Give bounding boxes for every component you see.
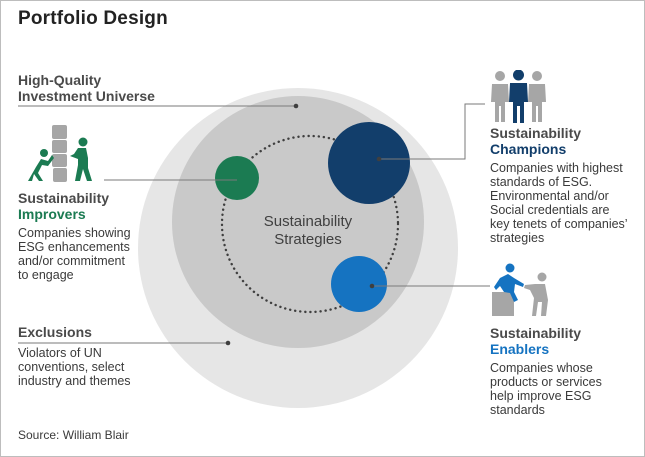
exclusions-leader-dot xyxy=(225,340,231,346)
improvers-description: Companies showing ESG enhancements and/o… xyxy=(18,226,131,282)
champions-desc-line: Environmental and/or xyxy=(490,189,609,203)
champions-desc-line: Companies with highest xyxy=(490,161,623,175)
group-of-people-icon xyxy=(491,70,546,123)
improvers-desc-line: to engage xyxy=(18,268,74,282)
page-title: Portfolio Design xyxy=(18,8,168,29)
strategies-orbit xyxy=(220,134,400,314)
exclusions-desc-line: industry and themes xyxy=(18,374,131,388)
helping-hand-climb-icon xyxy=(492,263,548,316)
champions-leader-dot xyxy=(376,156,382,162)
champions-block: Sustainability Champions Companies with … xyxy=(490,125,628,245)
exclusions-block: Exclusions Violators of UN conventions, … xyxy=(18,324,131,388)
universe-leader-dot xyxy=(293,103,299,109)
improvers-desc-line: Companies showing xyxy=(18,226,131,240)
champions-leader xyxy=(379,103,485,160)
champions-desc-line: strategies xyxy=(490,231,545,245)
enablers-description: Companies whose products or services hel… xyxy=(490,361,602,417)
enablers-desc-line: standards xyxy=(490,403,545,417)
exclusions-description: Violators of UN conventions, select indu… xyxy=(18,346,131,388)
improvers-circle xyxy=(215,156,259,200)
champions-desc-line: key tenets of companies’ xyxy=(490,217,628,231)
enablers-leader-dot xyxy=(369,283,375,289)
universe-label: High-Quality Investment Universe xyxy=(18,72,155,104)
strategies-label-line2: Strategies xyxy=(274,231,342,248)
strategies-label-line1: Sustainability xyxy=(263,213,353,230)
exclusions-desc-line: conventions, select xyxy=(18,360,125,374)
champions-heading-line2: Champions xyxy=(490,141,567,157)
improvers-heading-line1: Sustainability xyxy=(18,190,110,206)
exclusions-heading: Exclusions xyxy=(18,324,92,340)
improvers-desc-line: ESG enhancements xyxy=(18,240,130,254)
enablers-heading-line1: Sustainability xyxy=(490,325,582,341)
strategies-label: Sustainability Strategies xyxy=(238,213,378,249)
champions-description: Companies with highest standards of ESG.… xyxy=(490,161,628,245)
improvers-heading-line2: Improvers xyxy=(18,206,86,222)
enablers-desc-line: Companies whose xyxy=(490,361,593,375)
champions-desc-line: Social credentials are xyxy=(490,203,610,217)
enablers-block: Sustainability Enablers Companies whose … xyxy=(490,325,602,417)
champions-desc-line: standards of ESG. xyxy=(490,175,593,189)
enablers-circle xyxy=(331,256,387,312)
improvers-block: Sustainability Improvers Companies showi… xyxy=(18,190,131,282)
exclusions-desc-line: Violators of UN xyxy=(18,346,102,360)
enablers-heading-line2: Enablers xyxy=(490,341,550,357)
improvers-desc-line: and/or commitment xyxy=(18,254,125,268)
enablers-desc-line: help improve ESG xyxy=(490,389,592,403)
universe-label-line1: High-Quality xyxy=(18,72,102,88)
champions-heading-line1: Sustainability xyxy=(490,125,582,141)
champions-circle xyxy=(328,122,410,204)
enablers-desc-line: products or services xyxy=(490,375,602,389)
people-stacking-blocks-icon xyxy=(28,125,92,182)
universe-label-line2: Investment Universe xyxy=(18,88,155,104)
source-note: Source: William Blair xyxy=(18,428,129,442)
